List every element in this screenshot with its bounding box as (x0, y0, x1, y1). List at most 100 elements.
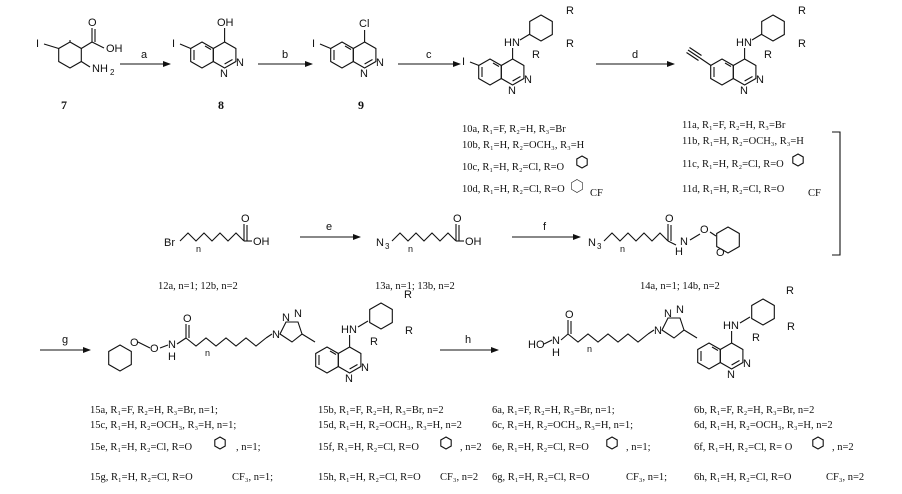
svg-text:15f, R₁=H, R₂=Cl, R=O: 15f, R₁=H, R₂=Cl, R=O (318, 442, 419, 453)
step-d-label: d (632, 49, 638, 61)
svg-text:O: O (716, 247, 725, 259)
svg-text:, n=2: , n=2 (460, 442, 482, 453)
svg-text:R: R (764, 49, 772, 61)
amine-nh: HN (504, 37, 520, 49)
svg-text:11c, R₁=H, R₂=Cl, R=O: 11c, R₁=H, R₂=Cl, R=O (682, 159, 784, 170)
svg-text:N: N (727, 369, 735, 381)
compound-14-structure: N 3 n O H N O O (588, 213, 740, 259)
compound-15-structure: O O N H O n N N N HN N N R R R (108, 289, 413, 385)
svg-text:6b, R₁=F, R₂=H, R₃=Br, n=2: 6b, R₁=F, R₂=H, R₃=Br, n=2 (694, 405, 814, 416)
svg-text:Br: Br (164, 237, 175, 249)
svg-text:n: n (587, 344, 592, 354)
svg-text:R: R (370, 336, 378, 348)
svg-text:N: N (345, 373, 353, 385)
compound-9-structure: I Cl N N (312, 18, 384, 80)
svg-text:15e, R₁=H, R₂=Cl, R=O: 15e, R₁=H, R₂=Cl, R=O (90, 442, 193, 453)
svg-text:11d, R₁=H, R₂=Cl, R=O: 11d, R₁=H, R₂=Cl, R=O (682, 184, 785, 195)
svg-text:I: I (172, 38, 175, 50)
compound-6-list: 6a, R₁=F, R₂=H, R₃=Br, n=1; 6b, R₁=F, R₂… (492, 405, 864, 483)
compound-9-label: 9 (358, 98, 364, 112)
step-g-label: g (62, 334, 68, 346)
svg-text:O: O (700, 224, 709, 236)
svg-text:N: N (376, 57, 384, 69)
svg-text:10a, R₁=F, R₂=H, R₃=Br: 10a, R₁=F, R₂=H, R₃=Br (462, 124, 566, 135)
svg-text:15a, R₁=F, R₂=H, R₃=Br, n=1;: 15a, R₁=F, R₂=H, R₃=Br, n=1; (90, 405, 218, 416)
svg-text:R: R (566, 38, 574, 50)
svg-text:n: n (620, 244, 625, 254)
svg-text:R: R (566, 5, 574, 17)
svg-text:N: N (376, 237, 384, 249)
svg-text:10b, R₁=H, R₂=OCH₃, R₃=H: 10b, R₁=H, R₂=OCH₃, R₃=H (462, 140, 585, 151)
svg-text:N: N (756, 74, 764, 86)
step-c-label: c (426, 49, 432, 61)
svg-text:2: 2 (110, 68, 115, 77)
compound-15-list: 15a, R₁=F, R₂=H, R₃=Br, n=1; 15b, R₁=F, … (90, 405, 482, 483)
svg-text:3: 3 (597, 242, 602, 251)
svg-text:R: R (798, 38, 806, 50)
svg-text:R: R (786, 285, 794, 297)
bracket (832, 131, 841, 256)
step-e-label: e (326, 221, 332, 233)
compound-12-label: 12a, n=1; 12b, n=2 (158, 281, 238, 292)
svg-text:N: N (740, 85, 748, 97)
svg-text:, n=1;: , n=1; (236, 442, 261, 453)
svg-text:, n=1;: , n=1; (626, 442, 651, 453)
svg-text:CF: CF (590, 188, 603, 199)
svg-text:6d, R₁=H, R₂=OCH₃, R₃=H, n=2: 6d, R₁=H, R₂=OCH₃, R₃=H, n=2 (694, 420, 833, 431)
svg-text:N: N (743, 358, 751, 370)
svg-text:O: O (665, 213, 674, 225)
svg-text:10d, R₁=H, R₂=Cl, R=O: 10d, R₁=H, R₂=Cl, R=O (462, 184, 565, 195)
svg-text:H: H (675, 246, 683, 258)
compound-10-list: 10a, R₁=F, R₂=H, R₃=Br 10b, R₁=H, R₂=OCH… (462, 124, 603, 199)
compound-11-structure: HN N N R R R (686, 5, 806, 97)
compound-7-structure: I O OH NH 2 (36, 17, 123, 77)
svg-text:n: n (196, 244, 201, 254)
svg-text:10c, R₁=H, R₂=Cl, R=O: 10c, R₁=H, R₂=Cl, R=O (462, 162, 565, 173)
svg-text:I: I (462, 56, 465, 68)
svg-text:n: n (205, 348, 210, 358)
svg-text:CF: CF (808, 188, 821, 199)
svg-text:N: N (508, 85, 516, 97)
svg-text:11b, R₁=H, R₂=OCH₃, R₃=H: 11b, R₁=H, R₂=OCH₃, R₃=H (682, 136, 804, 147)
svg-text:15b, R₁=F, R₂=H, R₃=Br, n=2: 15b, R₁=F, R₂=H, R₃=Br, n=2 (318, 405, 444, 416)
svg-text:11a, R₁=F, R₂=H, R₃=Br: 11a, R₁=F, R₂=H, R₃=Br (682, 120, 786, 131)
step-a-label: a (141, 49, 148, 61)
svg-text:O: O (241, 213, 250, 225)
svg-text:H: H (552, 347, 560, 359)
amine-group: NH (92, 63, 108, 75)
svg-text:15d, R₁=H, R₂=OCH₃, R₃=H, n=2: 15d, R₁=H, R₂=OCH₃, R₃=H, n=2 (318, 420, 462, 431)
svg-text:6a, R₁=F, R₂=H, R₃=Br, n=1;: 6a, R₁=F, R₂=H, R₃=Br, n=1; (492, 405, 615, 416)
svg-text:HN: HN (341, 324, 357, 336)
svg-text:N: N (282, 312, 290, 324)
compound-6-structure: HO N H O n N N N HN N N R R R (528, 285, 795, 381)
svg-text:CF₃, n=1;: CF₃, n=1; (232, 472, 273, 483)
svg-text:N: N (272, 329, 280, 341)
svg-text:6h, R₁=H, R₂=Cl, R=O: 6h, R₁=H, R₂=Cl, R=O (694, 472, 792, 483)
svg-text:OH: OH (465, 236, 482, 248)
svg-text:CF₃, n=1;: CF₃, n=1; (626, 472, 667, 483)
svg-text:O: O (150, 343, 159, 355)
iodine-atom: I (36, 38, 39, 50)
svg-text:, n=2: , n=2 (832, 442, 854, 453)
svg-text:R: R (532, 49, 540, 61)
svg-text:R: R (404, 289, 412, 301)
svg-text:R: R (798, 5, 806, 17)
svg-text:N: N (236, 57, 244, 69)
svg-text:H: H (168, 351, 176, 363)
svg-text:6f, R₁=H, R₂=Cl, R= O: 6f, R₁=H, R₂=Cl, R= O (694, 442, 793, 453)
compound-13-structure: N 3 n O OH (376, 213, 482, 254)
svg-text:6c, R₁=H, R₂=OCH₃, R₃=H, n=1;: 6c, R₁=H, R₂=OCH₃, R₃=H, n=1; (492, 420, 633, 431)
svg-text:R: R (405, 325, 413, 337)
step-h-label: h (465, 334, 471, 346)
step-f-label: f (543, 221, 547, 233)
svg-text:CF₃, n=2: CF₃, n=2 (826, 472, 864, 483)
svg-text:15g, R₁=H, R₂=Cl, R=O: 15g, R₁=H, R₂=Cl, R=O (90, 472, 193, 483)
svg-text:N: N (552, 335, 560, 347)
compound-8-label: 8 (218, 98, 224, 112)
svg-text:N: N (168, 339, 176, 351)
svg-text:R: R (787, 321, 795, 333)
compound-13-label: 13a, n=1; 13b, n=2 (375, 281, 455, 292)
svg-text:O: O (453, 213, 462, 225)
step-b-label: b (282, 49, 288, 61)
